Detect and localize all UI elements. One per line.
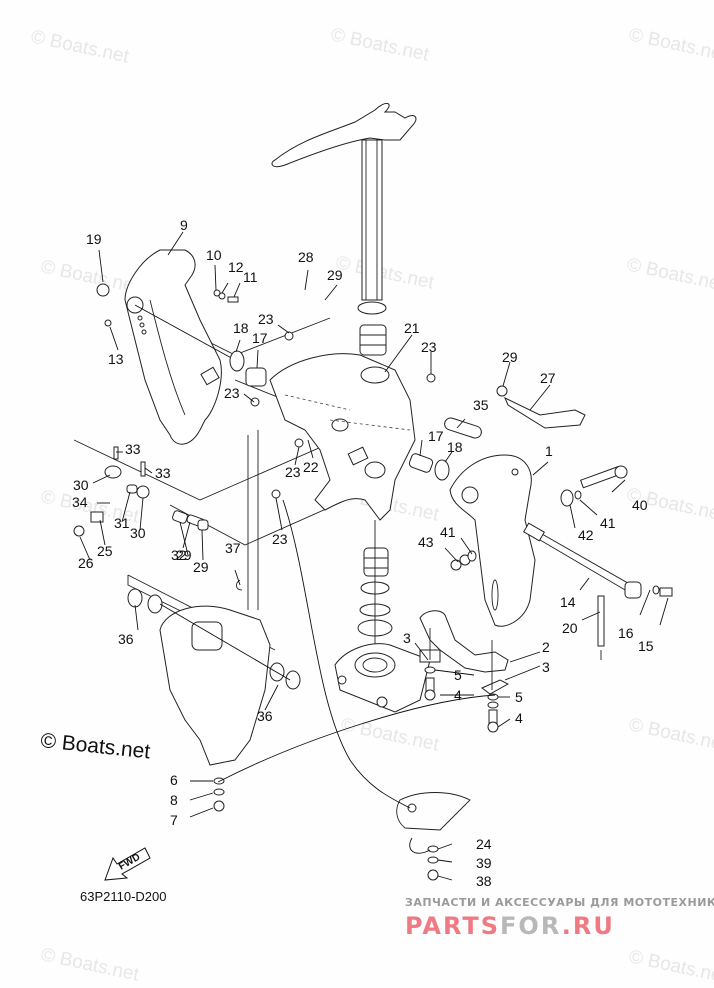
callout-20[interactable]: 20	[562, 620, 578, 636]
promo-brand-part1: PARTS	[405, 912, 500, 940]
callout-29[interactable]: 29	[193, 559, 209, 575]
callout-3[interactable]: 3	[403, 630, 411, 646]
promo-brand-part3: .RU	[562, 912, 615, 940]
callout-28[interactable]: 28	[298, 249, 314, 265]
callout-2[interactable]: 2	[542, 639, 550, 655]
callout-41[interactable]: 41	[600, 515, 616, 531]
watermark: © Boats.net	[625, 254, 714, 295]
callout-36[interactable]: 36	[118, 631, 134, 647]
bushings	[357, 301, 393, 650]
callout-39[interactable]: 39	[476, 855, 492, 871]
fwd-arrow-icon: FWD	[104, 847, 151, 881]
callout-35[interactable]: 35	[473, 397, 489, 413]
callout-labels: 1 2 3 3 3 4 4 5 5 6 7 8 9 10 11 12 13 14…	[72, 217, 654, 889]
watermark: © Boats.net	[329, 24, 431, 65]
callout-23[interactable]: 23	[421, 339, 437, 355]
callout-29[interactable]: 29	[176, 547, 192, 563]
callout-10[interactable]: 10	[206, 247, 222, 263]
callout-16[interactable]: 16	[618, 625, 634, 641]
callout-9[interactable]: 9	[180, 217, 188, 233]
swivel-bracket	[269, 353, 416, 521]
stern-bracket-left	[124, 249, 236, 445]
copyright-label: © Boats.net	[39, 729, 151, 763]
leader-lines	[79, 231, 669, 881]
hardware	[96, 283, 673, 881]
watermark: © Boats.net	[29, 26, 131, 67]
callout-15[interactable]: 15	[638, 638, 654, 654]
callout-1[interactable]: 1	[545, 443, 553, 459]
callout-11[interactable]: 11	[243, 269, 258, 285]
callout-29[interactable]: 29	[327, 267, 343, 283]
callout-12[interactable]: 12	[228, 259, 244, 275]
lower-bracket	[419, 610, 510, 695]
callout-34[interactable]: 34	[72, 494, 88, 510]
callout-17[interactable]: 17	[428, 428, 444, 444]
callout-21[interactable]: 21	[404, 320, 420, 336]
callout-5[interactable]: 5	[454, 667, 462, 683]
callout-23[interactable]: 23	[285, 464, 301, 480]
callout-29[interactable]: 29	[502, 349, 518, 365]
callout-19[interactable]: 19	[86, 231, 102, 247]
watermark: © Boats.net	[334, 252, 436, 293]
callout-23[interactable]: 23	[224, 385, 240, 401]
callout-27[interactable]: 27	[540, 370, 556, 386]
watermark: © Boats.net	[339, 714, 441, 755]
callout-33[interactable]: 33	[125, 441, 141, 457]
callout-32[interactable]: 32	[171, 547, 187, 563]
callout-23[interactable]: 23	[272, 531, 288, 547]
callout-31[interactable]: 31	[114, 515, 130, 531]
watermark: © Boats.net	[39, 944, 141, 985]
callout-6[interactable]: 6	[170, 772, 178, 788]
lower-mount	[334, 643, 431, 713]
callout-18[interactable]: 18	[233, 320, 249, 336]
callout-3[interactable]: 3	[542, 659, 550, 675]
callout-30[interactable]: 30	[130, 525, 146, 541]
stern-bracket-right	[449, 454, 536, 627]
diagram-code: 63P2110-D200	[80, 889, 167, 904]
callout-7[interactable]: 7	[170, 812, 178, 828]
callout-41[interactable]: 41	[440, 524, 456, 540]
callout-33[interactable]: 33	[155, 465, 171, 481]
callout-26[interactable]: 26	[78, 555, 94, 571]
callout-38[interactable]: 38	[476, 873, 492, 889]
callout-37[interactable]: 37	[225, 540, 241, 556]
callout-13[interactable]: 13	[108, 351, 124, 367]
callout-14[interactable]: 14	[560, 594, 576, 610]
callout-30[interactable]: 30	[73, 477, 89, 493]
promo-tagline: ЗАПЧАСТИ И АКСЕССУАРЫ ДЛЯ МОТОТЕХНИКИ	[405, 896, 714, 909]
callout-25[interactable]: 25	[97, 543, 113, 559]
callout-40[interactable]: 40	[632, 497, 648, 513]
callout-8[interactable]: 8	[170, 792, 178, 808]
pins	[73, 350, 642, 660]
watermark: © Boats.net	[627, 24, 714, 65]
callout-43[interactable]: 43	[418, 534, 434, 550]
callout-42[interactable]: 42	[578, 527, 594, 543]
callout-4[interactable]: 4	[454, 687, 462, 703]
promo-branding: ЗАПЧАСТИ И АКСЕССУАРЫ ДЛЯ МОТОТЕХНИКИ PA…	[405, 896, 714, 940]
callout-23[interactable]: 23	[258, 311, 274, 327]
callout-4[interactable]: 4	[515, 710, 523, 726]
trim-unit	[127, 588, 301, 766]
promo-brand-part2: FOR	[500, 912, 562, 940]
lower-casing	[217, 499, 496, 854]
steering-arm	[271, 103, 417, 301]
watermark: © Boats.net	[627, 714, 714, 755]
callout-24[interactable]: 24	[476, 836, 492, 852]
callout-18[interactable]: 18	[447, 439, 463, 455]
callout-17[interactable]: 17	[252, 330, 268, 346]
callout-36[interactable]: 36	[257, 708, 273, 724]
watermark: © Boats.net	[627, 946, 714, 987]
callout-5[interactable]: 5	[515, 689, 523, 705]
promo-brand: PARTSFOR.RU	[405, 912, 615, 940]
callout-22[interactable]: 22	[303, 459, 319, 475]
